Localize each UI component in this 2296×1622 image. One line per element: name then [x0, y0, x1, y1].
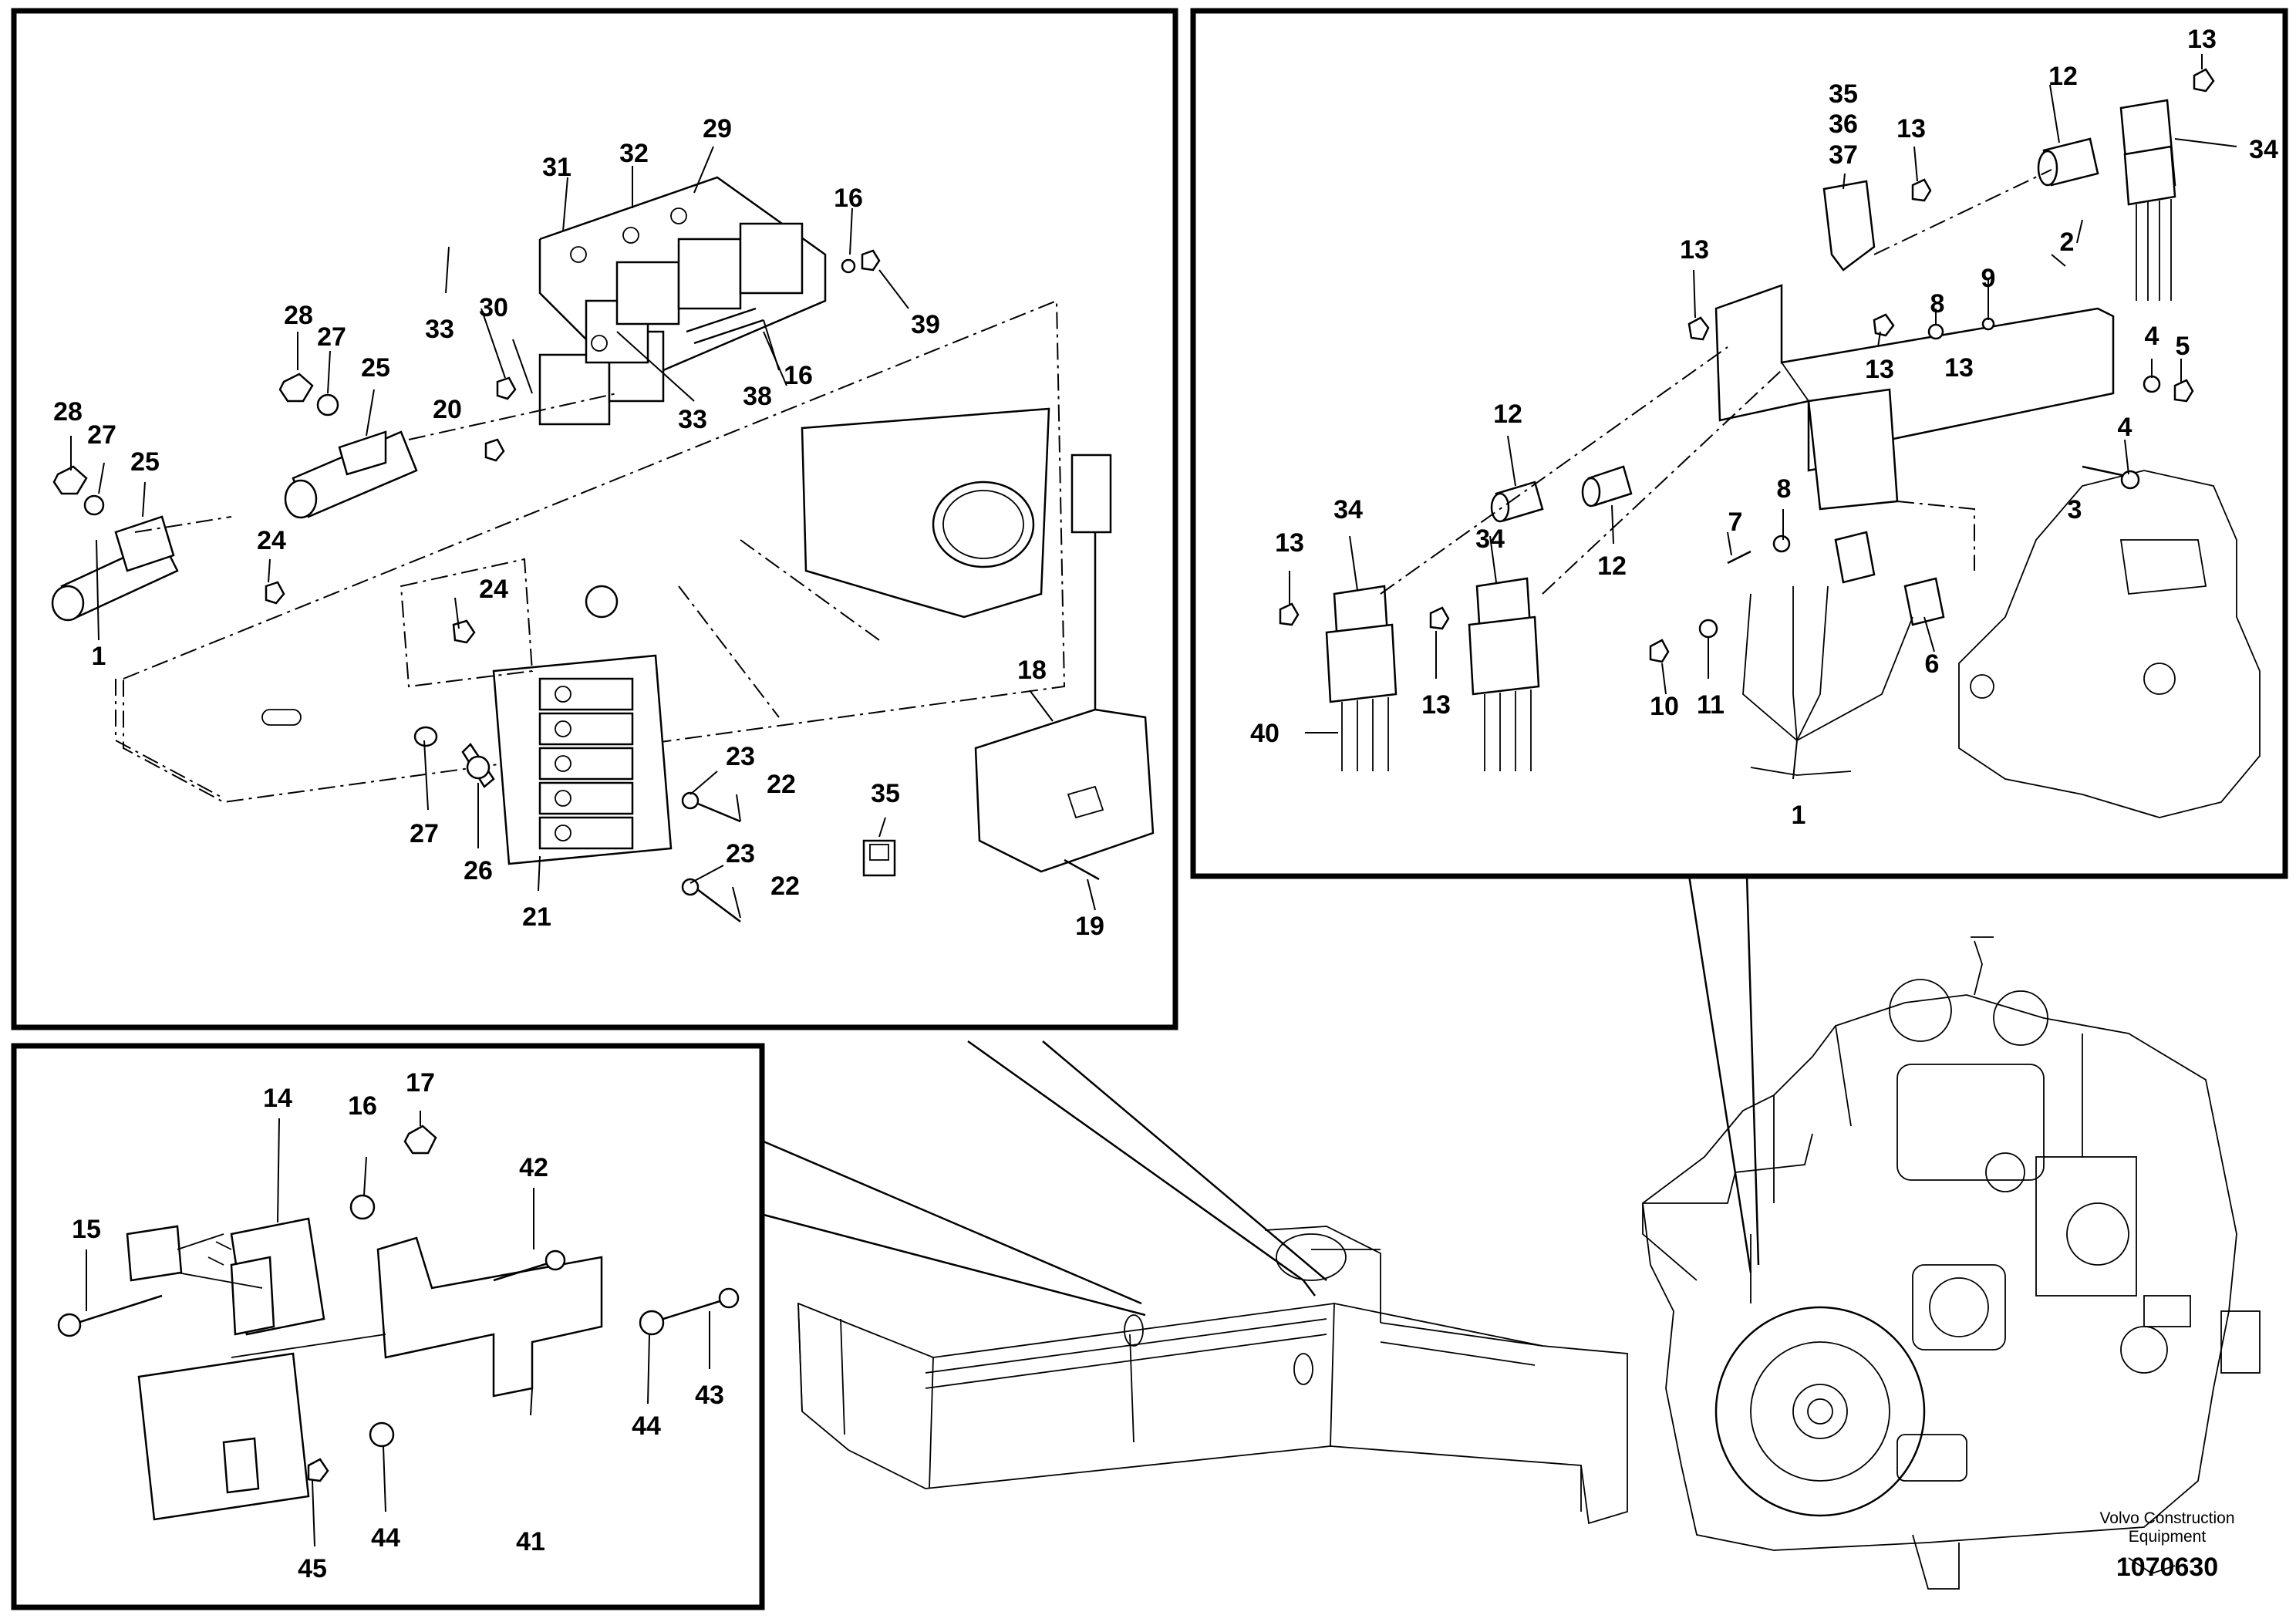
callout-22: 22 [770, 872, 800, 901]
panel-top-right-leaders [1289, 54, 2237, 780]
callout-43: 43 [695, 1381, 724, 1410]
engine-illustration [1642, 936, 2261, 1590]
panel-top-left-leaders [70, 146, 1096, 919]
callout-35: 35 [1829, 79, 1858, 109]
callout-16: 16 [784, 361, 813, 390]
panel-top-right-callouts: 1 2 3 4 4 5 6 7 8 8 9 10 11 12 12 12 13 … [1250, 25, 2278, 830]
callout-15: 15 [72, 1215, 101, 1244]
callout-32: 32 [619, 139, 649, 168]
callout-19: 19 [1075, 912, 1104, 941]
callout-27: 27 [87, 420, 116, 450]
callout-22: 22 [767, 770, 796, 799]
callout-38: 38 [743, 382, 772, 411]
callout-33: 33 [678, 405, 707, 434]
callout-28: 28 [53, 397, 83, 427]
callout-13: 13 [1421, 690, 1451, 720]
callout-10: 10 [1650, 692, 1679, 721]
callout-13: 13 [1896, 114, 1926, 143]
callout-13: 13 [1680, 235, 1709, 265]
callout-4: 4 [2118, 413, 2132, 442]
callout-31: 31 [542, 153, 571, 182]
panel-bottom-left-leaders [86, 1111, 710, 1547]
callout-25: 25 [361, 353, 390, 383]
callout-34: 34 [1475, 524, 1505, 554]
callout-16: 16 [834, 184, 863, 213]
callout-44: 44 [371, 1523, 400, 1553]
callout-20: 20 [433, 395, 462, 424]
callout-3: 3 [2068, 495, 2082, 524]
callout-14: 14 [263, 1084, 292, 1113]
callout-6: 6 [1925, 649, 1940, 679]
panel-top-right-drawing [1279, 68, 2261, 818]
callout-12: 12 [2048, 62, 2078, 91]
callout-16: 16 [348, 1091, 377, 1121]
callout-24: 24 [257, 526, 286, 555]
callout-27: 27 [410, 819, 439, 848]
company-name-line1: Volvo Construction [2099, 1509, 2234, 1527]
footer: Volvo Construction Equipment 1070630 [2099, 1509, 2234, 1582]
detail-pointers [763, 875, 1760, 1317]
callout-12: 12 [1493, 400, 1522, 429]
callout-35: 35 [871, 779, 900, 808]
callout-4: 4 [2145, 322, 2159, 351]
callout-1: 1 [92, 642, 106, 671]
callout-21: 21 [522, 902, 551, 932]
callout-37: 37 [1829, 140, 1858, 170]
callout-18: 18 [1017, 656, 1047, 685]
callout-33: 33 [425, 315, 454, 344]
callout-40: 40 [1250, 719, 1279, 748]
callout-27: 27 [317, 322, 346, 352]
callout-39: 39 [911, 310, 940, 339]
callout-34: 34 [2249, 135, 2278, 164]
callout-29: 29 [703, 114, 732, 143]
callout-30: 30 [479, 293, 508, 322]
callout-9: 9 [1981, 264, 1996, 293]
callout-42: 42 [519, 1153, 548, 1182]
callout-13: 13 [1865, 355, 1894, 384]
drawing-number: 1070630 [2116, 1553, 2218, 1582]
panel-bottom-left-drawing [57, 1125, 740, 1521]
callout-34: 34 [1333, 495, 1363, 524]
callout-13: 13 [2187, 25, 2217, 54]
callout-11: 11 [1697, 690, 1725, 720]
company-name-line2: Equipment [2129, 1528, 2207, 1546]
panel-top-left-drawing [51, 176, 1155, 922]
callout-28: 28 [284, 301, 313, 330]
callout-45: 45 [298, 1554, 327, 1583]
callout-23: 23 [726, 742, 755, 771]
callout-1: 1 [1792, 801, 1806, 830]
panel-top-left-callouts: 1 25 27 28 25 27 28 24 20 33 30 31 32 29… [53, 114, 1104, 941]
callout-12: 12 [1597, 551, 1627, 581]
callout-41: 41 [516, 1527, 545, 1556]
callout-13: 13 [1275, 528, 1304, 558]
detail-panel-top-right [1190, 8, 2288, 879]
callout-17: 17 [406, 1068, 435, 1098]
callout-8: 8 [1930, 289, 1945, 319]
callout-8: 8 [1777, 474, 1792, 504]
callout-24: 24 [479, 575, 508, 604]
callout-25: 25 [130, 447, 160, 477]
callout-26: 26 [464, 856, 493, 885]
callout-5: 5 [2176, 332, 2190, 361]
chassis-frame-illustration [797, 1226, 1628, 1525]
callout-7: 7 [1728, 508, 1743, 537]
callout-23: 23 [726, 839, 755, 868]
callout-36: 36 [1829, 110, 1858, 139]
callout-13: 13 [1944, 353, 1974, 383]
callout-44: 44 [632, 1411, 661, 1441]
callout-2: 2 [2060, 228, 2075, 257]
panel-bottom-left-callouts: 14 15 16 17 41 42 43 44 44 45 [72, 1068, 724, 1583]
